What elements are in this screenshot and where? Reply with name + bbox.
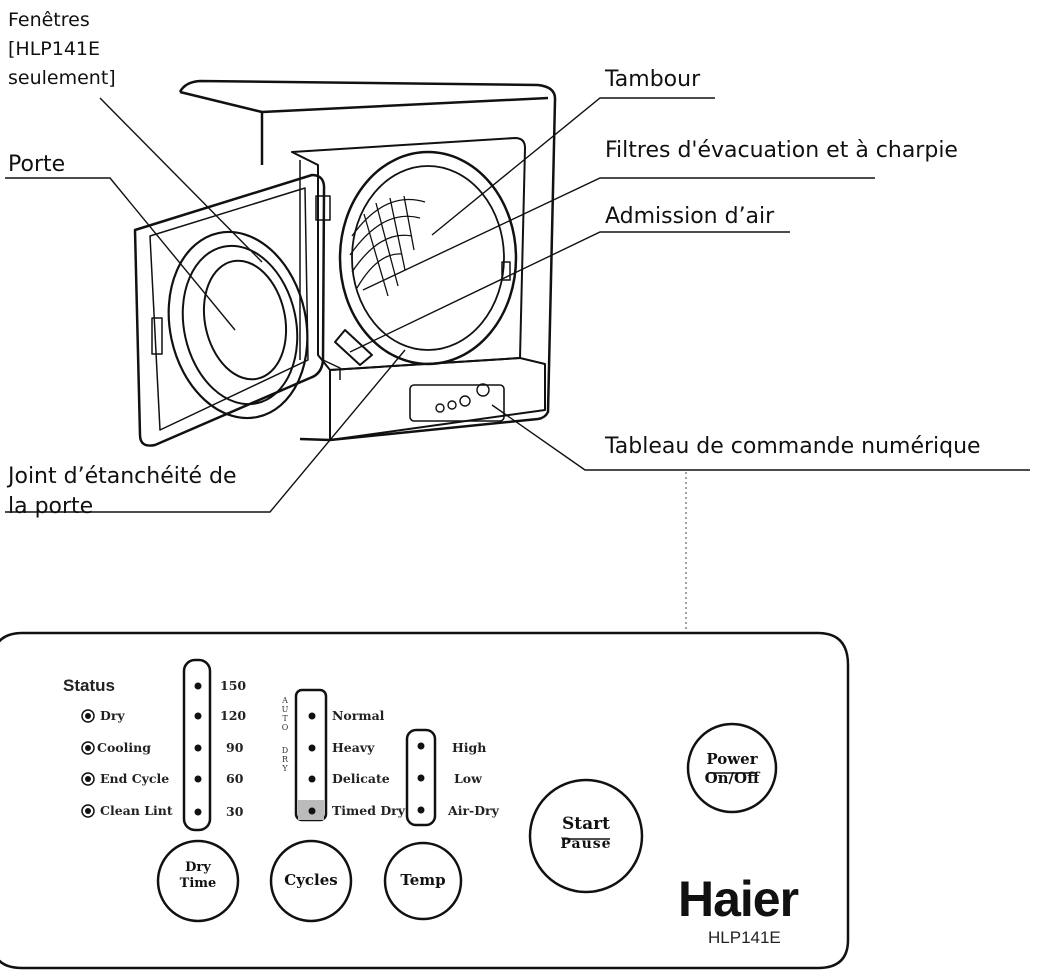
time-60: 60 xyxy=(226,771,244,786)
label-filtres: Filtres d'évacuation et à charpie xyxy=(605,138,958,163)
dry-time-button[interactable]: Dry Time xyxy=(179,860,217,891)
label-porte: Porte xyxy=(8,152,66,177)
temp-low: Low xyxy=(454,771,482,786)
label-joint: Joint d’étanchéité de la porte xyxy=(8,464,237,519)
power-button[interactable]: Power On/Off xyxy=(704,750,760,787)
brand-logo: Haier xyxy=(678,871,799,927)
cycle-timed-dry: Timed Dry xyxy=(332,803,406,818)
dryer-cabinet xyxy=(178,79,557,442)
drum-inner xyxy=(351,165,505,351)
time-30: 30 xyxy=(226,804,244,819)
label-fenetres: Fenêtres [HLP141E seulement] xyxy=(8,9,116,89)
status-led-icons xyxy=(81,709,95,818)
auto-dry-vertical-label: A U T O D R Y xyxy=(281,696,289,773)
status-end-cycle: End Cycle xyxy=(100,771,170,786)
temp-led-column xyxy=(405,728,437,827)
drum-grille xyxy=(349,195,426,297)
status-cooling: Cooling xyxy=(97,740,151,755)
temp-button-shape xyxy=(383,841,463,921)
leader-lines xyxy=(5,97,1030,513)
label-tambour: Tambour xyxy=(605,67,701,92)
temp-button[interactable]: Temp xyxy=(400,871,446,889)
label-tableau: Tableau de commande numérique xyxy=(605,434,981,459)
cycles-button[interactable]: Cycles xyxy=(284,871,338,889)
dryer-cabinet-top xyxy=(179,90,549,114)
status-clean-lint: Clean Lint xyxy=(100,803,173,818)
control-panel-outline xyxy=(0,631,850,970)
cycle-normal: Normal xyxy=(332,708,385,723)
dryer-control-strip xyxy=(329,357,546,441)
time-90: 90 xyxy=(226,740,244,755)
temp-air-dry: Air-Dry xyxy=(448,803,499,818)
cycle-heavy: Heavy xyxy=(332,740,375,755)
time-150: 150 xyxy=(220,678,247,693)
time-120: 120 xyxy=(220,708,247,723)
start-pause-button-shape xyxy=(528,778,644,894)
door-window-outer xyxy=(167,230,309,420)
dry-time-button-shape xyxy=(156,839,240,923)
label-admission: Admission d’air xyxy=(605,204,775,229)
cycles-button-shape xyxy=(269,839,353,923)
start-pause-button[interactable]: Start Pause xyxy=(560,814,612,852)
drum-outer xyxy=(338,150,518,366)
dry-time-led-column xyxy=(182,658,212,832)
door-window-inner xyxy=(202,259,288,381)
status-dry: Dry xyxy=(100,708,125,723)
dryer-door xyxy=(133,173,326,447)
status-heading: Status xyxy=(63,676,115,695)
cycle-delicate: Delicate xyxy=(332,771,390,786)
dryer-display-panel xyxy=(409,384,505,422)
temp-high: High xyxy=(452,740,487,755)
power-button-shape xyxy=(686,722,778,814)
model-number: HLP141E xyxy=(708,928,781,947)
indicator-led-icon xyxy=(194,682,425,816)
front-opening xyxy=(291,137,526,371)
